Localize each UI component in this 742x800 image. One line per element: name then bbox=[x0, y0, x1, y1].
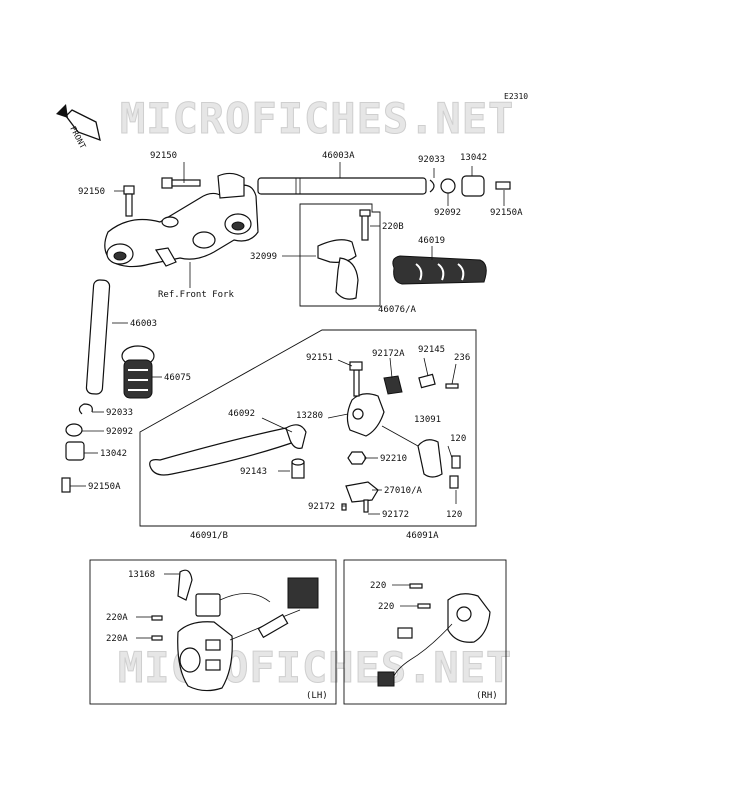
label-13091: 13091 bbox=[414, 415, 441, 425]
label-120: 120 bbox=[450, 434, 466, 444]
box-46091A-rh bbox=[343, 559, 507, 705]
bar-end-parts-left bbox=[61, 403, 93, 493]
bolt-92150-left bbox=[123, 185, 135, 217]
clutch-lever-46092 bbox=[149, 424, 307, 476]
rh-switch-housing bbox=[377, 583, 491, 687]
handlebar-46003 bbox=[85, 279, 111, 395]
label-46003A: 46003A bbox=[322, 151, 355, 161]
bolt-92150-upper bbox=[161, 177, 201, 189]
label-92150A: 92150A bbox=[490, 208, 523, 218]
rh-leader-lines bbox=[392, 584, 418, 607]
label-13280: 13280 bbox=[296, 411, 323, 421]
label-92150: 92150 bbox=[150, 151, 177, 161]
label-120: 120 bbox=[446, 510, 462, 520]
label-92210: 92210 bbox=[380, 454, 407, 464]
diagram-code: E2310 bbox=[504, 92, 528, 101]
label-32099: 32099 bbox=[250, 252, 277, 262]
label-92150A: 92150A bbox=[88, 482, 121, 492]
lh-switch-housing bbox=[151, 569, 319, 692]
bar-end-parts-top bbox=[429, 175, 511, 197]
front-arrow-icon: FRONT bbox=[56, 104, 101, 150]
label-13042: 13042 bbox=[460, 153, 487, 163]
handlebar-46003A bbox=[257, 177, 427, 195]
label-92143: 92143 bbox=[240, 467, 267, 477]
label-46076A: 46076/A bbox=[378, 305, 417, 315]
watermark-bottom: MICROFICHES.NET bbox=[118, 643, 512, 692]
label-220A: 220A bbox=[106, 613, 128, 623]
label-92033: 92033 bbox=[106, 408, 133, 418]
leader-lines bbox=[70, 162, 505, 515]
label-46092: 46092 bbox=[228, 409, 255, 419]
label-92150: 92150 bbox=[78, 187, 105, 197]
label-46003: 46003 bbox=[130, 319, 157, 329]
throttle-housing-32099 bbox=[317, 209, 371, 300]
label-220A: 220A bbox=[106, 634, 128, 644]
upper-triple-clamp bbox=[104, 172, 259, 268]
watermark-top: MICROFICHES.NET bbox=[120, 94, 514, 143]
label-92092: 92092 bbox=[106, 427, 133, 437]
collar-92143 bbox=[291, 458, 305, 479]
label-92151: 92151 bbox=[306, 353, 333, 363]
box-32099 bbox=[299, 203, 381, 307]
box-46091B-lh bbox=[89, 559, 337, 705]
label-92092: 92092 bbox=[434, 208, 461, 218]
label-ref-front-fork: Ref.Front Fork bbox=[158, 290, 234, 300]
label-92172: 92172 bbox=[308, 502, 335, 512]
nut-92210 bbox=[347, 451, 367, 465]
label-92172A: 92172A bbox=[372, 349, 405, 359]
label-13042: 13042 bbox=[100, 449, 127, 459]
label-92145: 92145 bbox=[418, 345, 445, 355]
label-236: 236 bbox=[454, 353, 470, 363]
label-220B: 220B bbox=[382, 222, 404, 232]
grip-46075 bbox=[121, 345, 155, 399]
label-92033: 92033 bbox=[418, 155, 445, 165]
label-46075: 46075 bbox=[164, 373, 191, 383]
label-27010A: 27010/A bbox=[384, 486, 423, 496]
label-46019: 46019 bbox=[418, 236, 445, 246]
box-46076A bbox=[139, 329, 477, 527]
switch-27010A bbox=[341, 481, 379, 513]
label-13168: 13168 bbox=[128, 570, 155, 580]
label-rh: (RH) bbox=[476, 691, 498, 701]
label-lh: (LH) bbox=[306, 691, 328, 701]
lever-holder-13280 bbox=[346, 361, 459, 437]
label-92172: 92172 bbox=[382, 510, 409, 520]
label-46091A: 46091A bbox=[406, 531, 439, 541]
label-46091B: 46091/B bbox=[190, 531, 228, 541]
grip-46019 bbox=[392, 255, 487, 285]
label-220: 220 bbox=[370, 581, 386, 591]
lh-leader-lines bbox=[136, 573, 180, 639]
clamp-13091 bbox=[417, 439, 461, 489]
label-220: 220 bbox=[378, 602, 394, 612]
